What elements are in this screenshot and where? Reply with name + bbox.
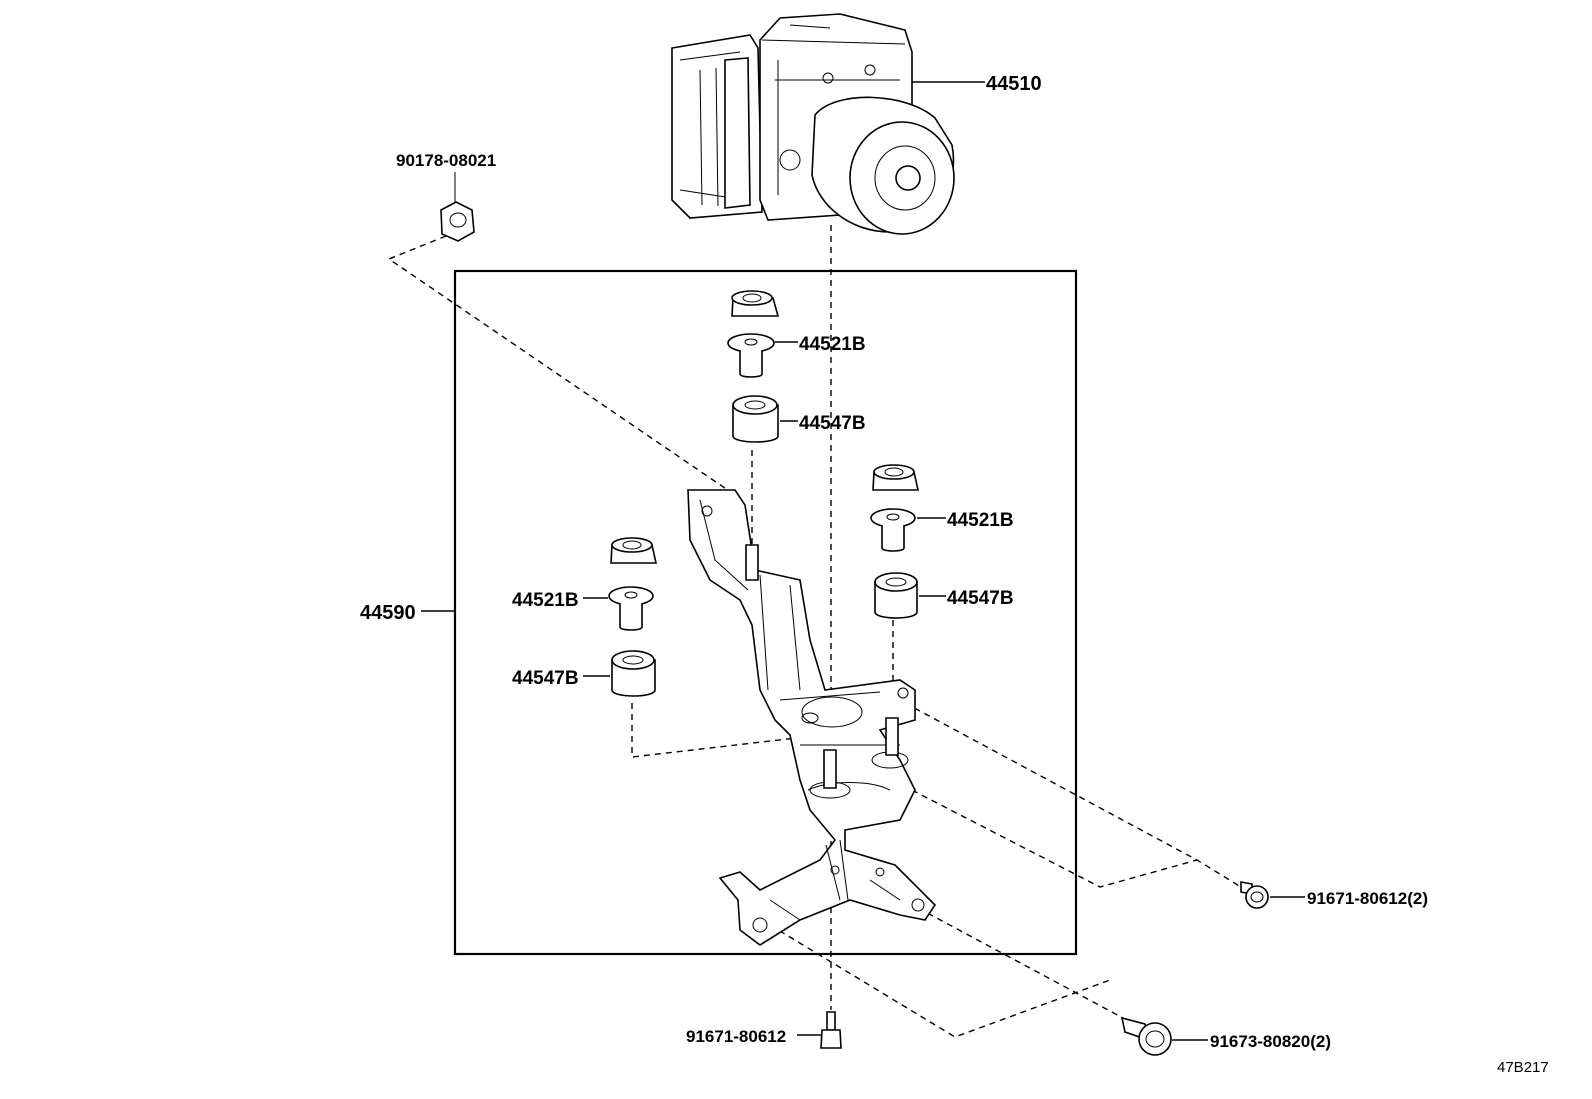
- leader-lines: [421, 81, 1305, 1041]
- diagram-id: 47B217: [1497, 1059, 1549, 1076]
- abs-actuator: [671, 13, 955, 235]
- label-spacer-left: 44547B: [512, 668, 579, 689]
- label-cushion-right: 44521B: [947, 510, 1014, 531]
- label-bolt-bottom: 91671-80612: [686, 1027, 786, 1046]
- bolt-right: [1240, 881, 1269, 909]
- bracket-assembly-box: [453, 269, 1078, 956]
- bushing-group-right: [870, 464, 919, 619]
- mounting-bracket: [687, 489, 937, 946]
- bolt-bottom: [820, 1011, 842, 1049]
- bushing-group-upper: [727, 290, 780, 443]
- bushing-group-left: [608, 537, 657, 697]
- label-actuator: 44510: [986, 73, 1042, 95]
- label-nut: 90178-08021: [396, 151, 496, 170]
- nut-90178: [440, 172, 475, 242]
- label-bracket: 44590: [360, 602, 416, 624]
- bolt-large: [1120, 1016, 1172, 1056]
- part-labels: 44510 90178-08021 44521B 44547B 44521B 4…: [360, 73, 1549, 1076]
- label-bolt-right: 91671-80612(2): [1307, 889, 1428, 908]
- label-bolt-large: 91673-80820(2): [1210, 1032, 1331, 1051]
- label-spacer-right: 44547B: [947, 588, 1014, 609]
- label-spacer-upper: 44547B: [799, 413, 866, 434]
- label-cushion-upper: 44521B: [799, 334, 866, 355]
- label-cushion-left: 44521B: [512, 590, 579, 611]
